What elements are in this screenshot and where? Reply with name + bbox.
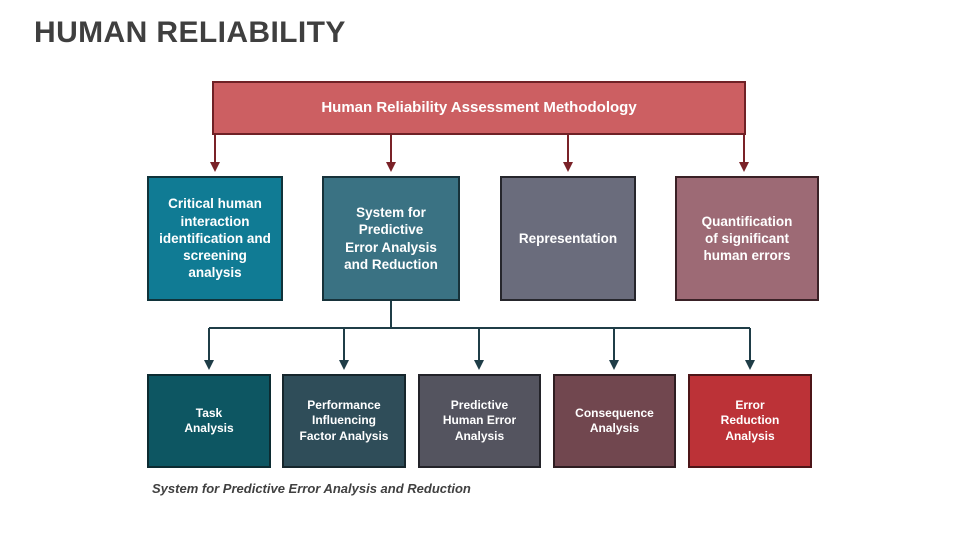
node-representation[interactable]: Representation [500,176,636,301]
node-predictive-human-error-analysis-label: Predictive Human Error Analysis [442,397,517,443]
node-error-reduction-analysis[interactable]: Error Reduction Analysis [688,374,812,468]
node-task-analysis[interactable]: Task Analysis [147,374,271,468]
node-critical-human-interaction[interactable]: Critical human interaction identificatio… [147,176,283,301]
node-root-label: Human Reliability Assessment Methodology [321,99,637,117]
node-performance-influencing-factor-analysis-label: Performance Influencing Factor Analysis [299,397,389,443]
node-critical-human-interaction-label: Critical human interaction identificatio… [159,196,271,281]
level1-connectors [210,135,749,172]
node-consequence-analysis-label: Consequence Analysis [575,405,654,435]
node-root-methodology[interactable]: Human Reliability Assessment Methodology [212,81,746,135]
level2-connectors [204,301,755,370]
node-representation-label: Representation [518,230,618,246]
node-system-predictive-error-analysis-label: System for Predictive Error Analysis and… [344,204,438,272]
node-error-reduction-analysis-label: Error Reduction Analysis [720,397,780,443]
node-quantification-significant-human-errors[interactable]: Quantification of significant human erro… [675,176,819,301]
node-system-predictive-error-analysis[interactable]: System for Predictive Error Analysis and… [322,176,460,301]
diagram-caption: System for Predictive Error Analysis and… [152,481,471,496]
node-consequence-analysis[interactable]: Consequence Analysis [553,374,676,468]
node-task-analysis-label: Task Analysis [184,405,234,435]
page-title: HUMAN RELIABILITY [34,16,346,49]
node-performance-influencing-factor-analysis[interactable]: Performance Influencing Factor Analysis [282,374,406,468]
node-quantification-significant-human-errors-label: Quantification of significant human erro… [701,213,793,264]
node-predictive-human-error-analysis[interactable]: Predictive Human Error Analysis [418,374,541,468]
